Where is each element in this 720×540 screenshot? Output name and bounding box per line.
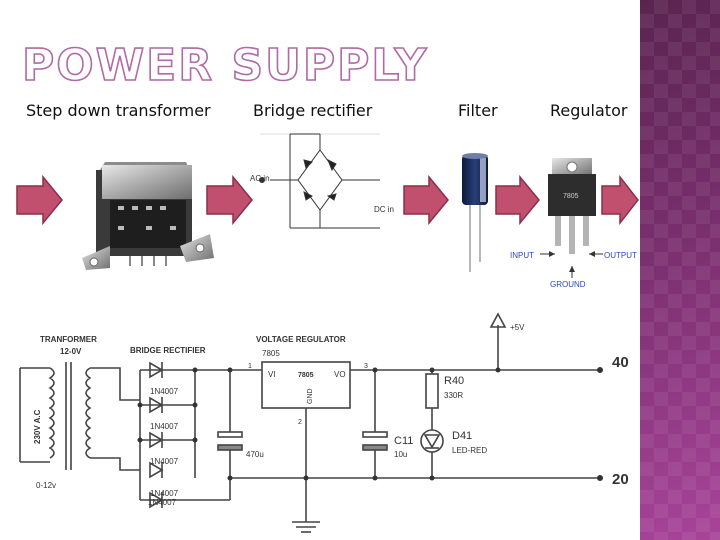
regulator-chip-label: 7805 [563,193,579,200]
capacitor-c11-value: 10u [394,450,407,459]
bridge-rectifier-image [259,133,380,229]
capacitor-c1-value: 470u [246,450,264,459]
regulator-part-label: 7805 [262,349,280,358]
rectifier-diodes [149,361,164,509]
node-bottom-label: 20 [612,471,629,488]
transformer-image [82,162,214,270]
led-d41-value: LED-RED [452,446,487,455]
regulator-input-label: INPUT [510,251,534,260]
diode-5-label: 1N4007 [148,498,177,507]
resistor-r40-value: 330R [444,391,463,400]
led-d41-label: D41 [452,430,472,442]
regulator-pin-1: 1 [248,363,252,370]
regulator-pin-3: 3 [364,363,368,370]
primary-voltage-label: 230V A.C [33,409,42,444]
flow-arrow-3 [403,174,449,226]
decorative-sidebar [640,0,720,540]
supply-symbol-icon [489,312,507,328]
diode-2-icon [149,396,164,414]
capacitor-c11-icon [362,431,388,451]
junction-dots [137,367,603,481]
led-d41-icon [420,429,444,453]
transformer-rating: 12-0V [60,347,82,356]
diode-1-label: 1N4007 [150,387,179,396]
regulator-pin-vi: VI [268,370,276,379]
slide-title: POWER SUPPLY [21,39,429,92]
regulator-image [540,158,603,278]
filter-capacitor-image [462,153,488,272]
stage-label-regulator: Regulator [550,101,628,120]
diode-5-icon [149,491,164,509]
regulator-chip-text: 7805 [298,372,314,379]
transformer-title: TRANFORMER [40,335,97,344]
diode-2-label: 1N4007 [150,422,179,431]
bridge-rectifier-title: BRIDGE RECTIFIER [130,346,206,355]
stage-label-filter: Filter [458,101,498,120]
stage-label-bridge: Bridge rectifier [253,101,373,120]
voltage-regulator-title: VOLTAGE REGULATOR [256,335,346,344]
secondary-voltage-label: 0-12v [36,481,56,490]
regulator-pin-2: 2 [298,419,302,426]
diode-1-icon [149,361,164,379]
bridge-ac-in-label: AC in [250,174,270,183]
flow-arrow-5 [601,174,639,226]
diode-4-label: 1N4007 [150,489,179,498]
flow-arrow-1 [16,174,63,226]
regulator-ground-label: GROUND [550,280,586,289]
supply-voltage-label: +5V [510,323,525,332]
diode-3-icon [149,431,164,449]
sidebar-pattern [640,0,720,540]
regulator-output-label: OUTPUT [604,251,637,260]
resistor-r40-label: R40 [444,375,464,387]
flow-arrow-4 [495,174,540,226]
stage-label-transformer: Step down transformer [26,101,211,120]
diode-3-label: 1N4007 [150,457,179,466]
regulator-pin-gnd: GND [307,388,314,404]
capacitor-c1-icon [217,431,243,451]
bridge-dc-in-label: DC in [374,205,394,214]
diode-4-icon [149,461,164,479]
flow-arrow-2 [206,174,253,226]
node-top-label: 40 [612,354,629,371]
capacitor-c11-label: C11 [394,435,413,447]
regulator-pin-vo: VO [334,370,346,379]
schematic-wires [19,325,600,533]
